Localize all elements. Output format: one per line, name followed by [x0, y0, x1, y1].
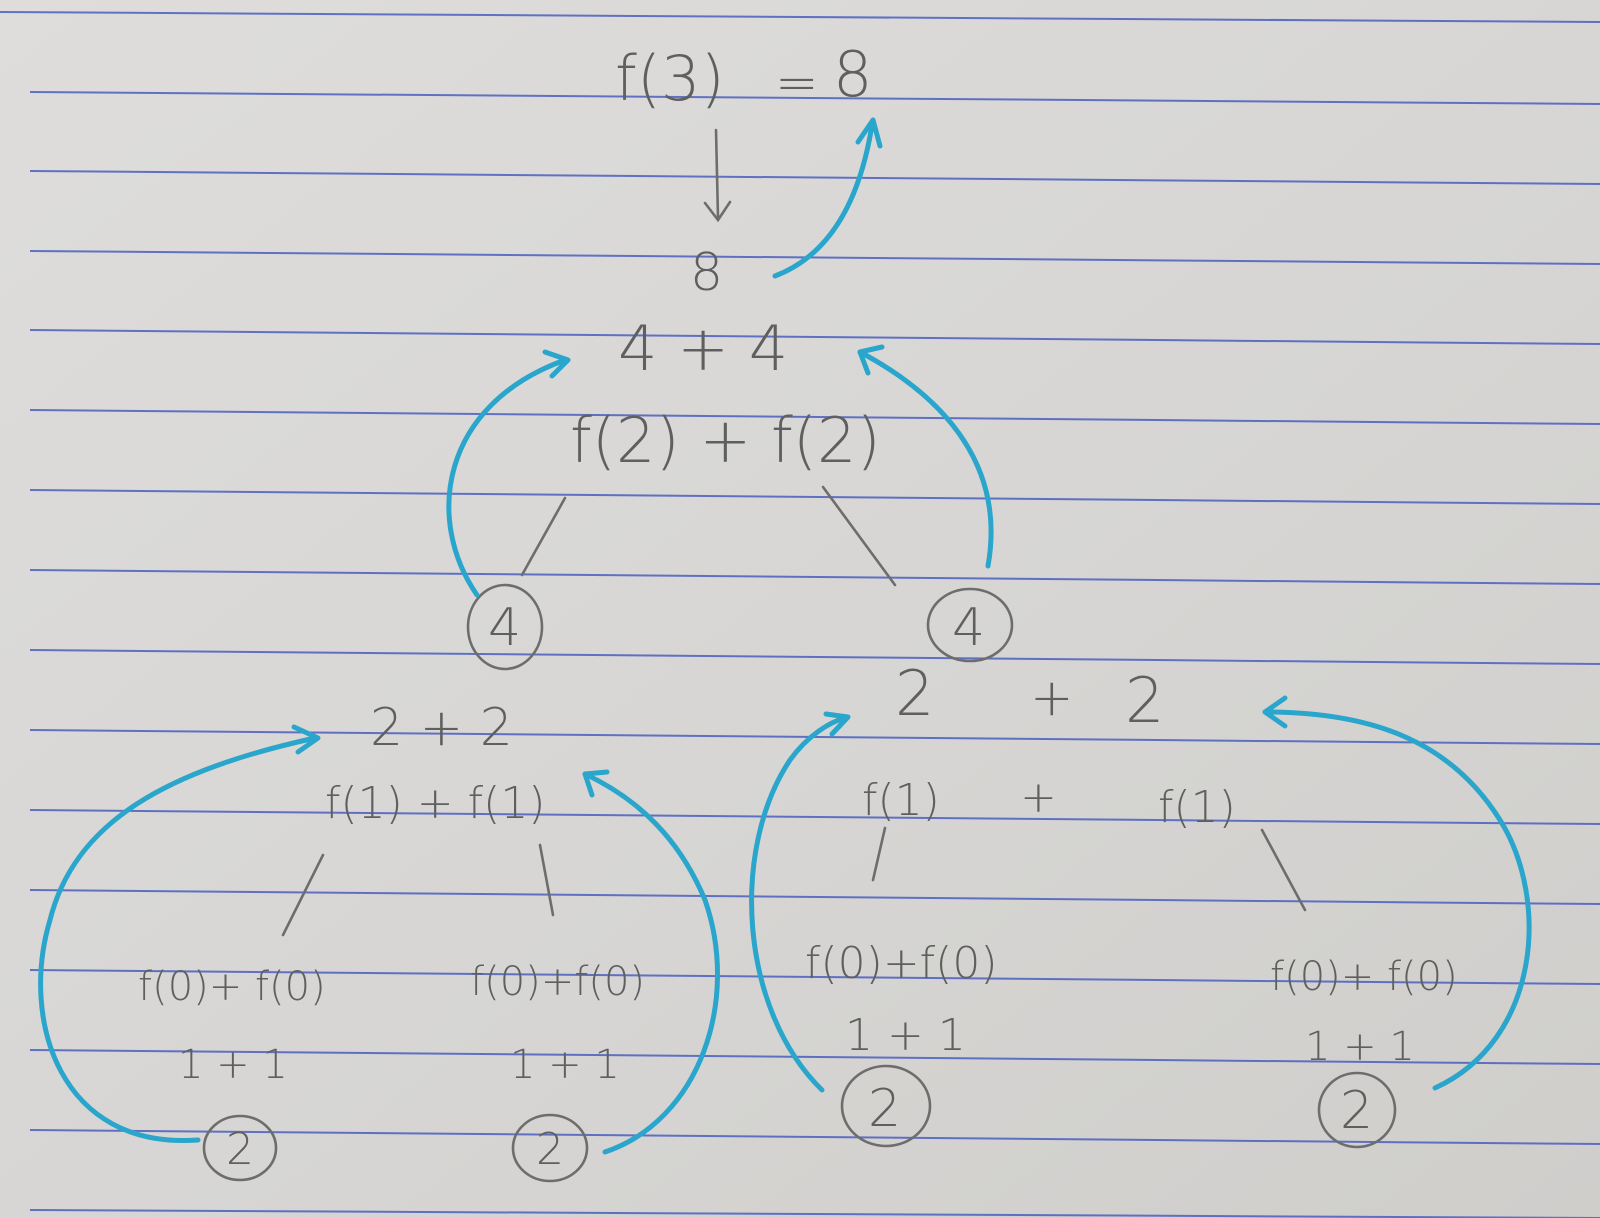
level2-right-call-b: f(1): [1158, 782, 1236, 833]
leaf-circled: 2: [1340, 1081, 1373, 1141]
leaf-sum: 1 + 1: [510, 1042, 620, 1088]
leaf-calls: f(0)+f(0): [470, 959, 645, 1005]
level2-right-addend-b: 2: [1125, 664, 1164, 737]
level2-right-plus: +: [1030, 668, 1074, 728]
leaf-circled: 2: [226, 1124, 254, 1175]
leaf-circled: 2: [536, 1124, 564, 1175]
level1-calls: f(2) + f(2): [570, 404, 881, 477]
leaf-calls: f(0)+ f(0): [138, 964, 326, 1010]
return-arrow-level1-right: [857, 344, 994, 569]
svg-text:4: 4: [488, 598, 521, 658]
level2-left-addends: 2 + 2: [370, 698, 513, 758]
branch-line: [871, 826, 887, 882]
level1-sum: 8: [690, 243, 723, 303]
leaf-3: f(0)+f(0) 1 + 1 2: [805, 938, 998, 1148]
top-call: f(3): [615, 42, 725, 115]
circled-value-left: 4: [466, 583, 544, 671]
leaf-calls: f(0)+f(0): [805, 938, 998, 989]
leaf-2: f(0)+f(0) 1 + 1 2: [470, 959, 645, 1183]
branch-line: [520, 496, 567, 577]
return-arrow-top: [772, 117, 883, 279]
branch-line: [538, 843, 555, 917]
leaf-1: f(0)+ f(0) 1 + 1 2: [138, 964, 326, 1182]
branch-line: [281, 853, 325, 937]
top-result: 8: [833, 38, 872, 111]
branch-line: [821, 485, 897, 587]
down-arrow-icon: [703, 128, 732, 223]
branch-line: [1260, 828, 1307, 912]
level1-addends: 4 + 4: [618, 312, 788, 385]
return-arrow-leaf1: [38, 724, 321, 1143]
top-equals: =: [775, 53, 819, 113]
leaf-circled: 2: [868, 1079, 901, 1139]
leaf-4: f(0)+ f(0) 1 + 1 2: [1270, 954, 1458, 1149]
level2-right-call-a: f(1): [862, 775, 940, 826]
leaf-sum: 1 + 1: [1305, 1024, 1415, 1070]
leaf-sum: 1 + 1: [845, 1010, 966, 1061]
svg-text:4: 4: [952, 598, 985, 658]
return-arrow-leaf2: [582, 769, 720, 1155]
circled-value-right: 4: [926, 587, 1014, 663]
level2-right-plus2: +: [1020, 772, 1057, 823]
leaf-sum: 1 + 1: [178, 1042, 288, 1088]
level2-left-calls: f(1) + f(1): [325, 778, 545, 829]
return-arrow-leaf3: [749, 711, 851, 1093]
return-arrow-leaf4: [1262, 695, 1532, 1091]
return-arrow-level1-left: [446, 349, 571, 598]
level2-right-addend-a: 2: [895, 657, 934, 730]
leaf-calls: f(0)+ f(0): [1270, 954, 1458, 1000]
